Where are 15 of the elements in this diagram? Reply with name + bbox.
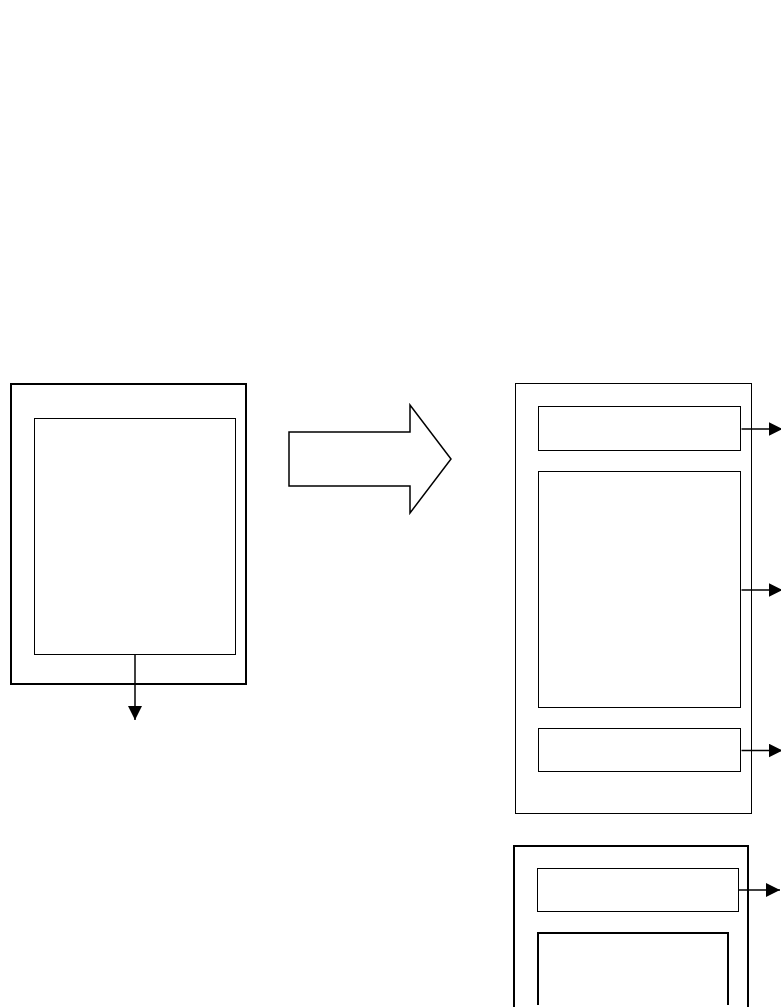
arrow: [740, 583, 781, 597]
arrow: [740, 743, 781, 758]
panel-box: [10, 383, 247, 685]
block-arrow: [288, 402, 452, 516]
panel-box: [34, 418, 236, 655]
panel-box: [537, 868, 739, 912]
arrow: [738, 883, 781, 897]
arrow: [740, 422, 781, 436]
panel-box: [515, 383, 752, 814]
panel-box: [538, 471, 741, 708]
panel-box: [538, 406, 741, 451]
panel-box: [538, 728, 741, 772]
panel-box: [513, 845, 749, 1007]
panel-box: [537, 932, 729, 1005]
arrow: [128, 654, 142, 721]
